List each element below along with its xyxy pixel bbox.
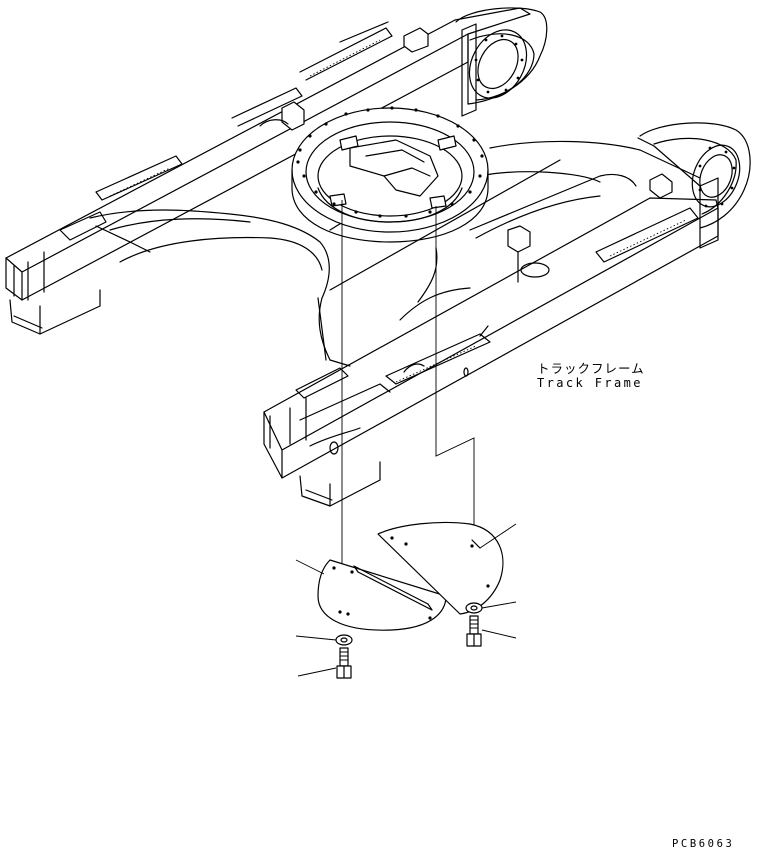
washer-left (335, 634, 353, 646)
idler-bolt-holes (474, 34, 524, 94)
bolt-left (336, 647, 352, 679)
center-frame-body (89, 140, 701, 367)
right-idler-housing (637, 122, 751, 249)
swing-circle-mount (291, 106, 489, 243)
part-label-english: Track Frame (537, 376, 643, 390)
assembly-lines (341, 200, 475, 618)
track-frame-assembly (5, 7, 751, 507)
washer-right (465, 602, 483, 614)
right-idler-bolt-holes (698, 146, 736, 208)
under-cover-left (317, 559, 447, 631)
drawing-code: PCB6063 (672, 838, 735, 850)
swing-circle-bolt-holes (296, 106, 484, 218)
callout-leaders (295, 523, 517, 677)
bolt-right (466, 615, 482, 647)
right-side-frame (263, 173, 719, 507)
part-label-japanese: トラックフレーム (537, 361, 645, 376)
under-cover-right (377, 521, 504, 615)
left-side-frame (5, 7, 531, 335)
left-idler-housing (455, 7, 548, 117)
